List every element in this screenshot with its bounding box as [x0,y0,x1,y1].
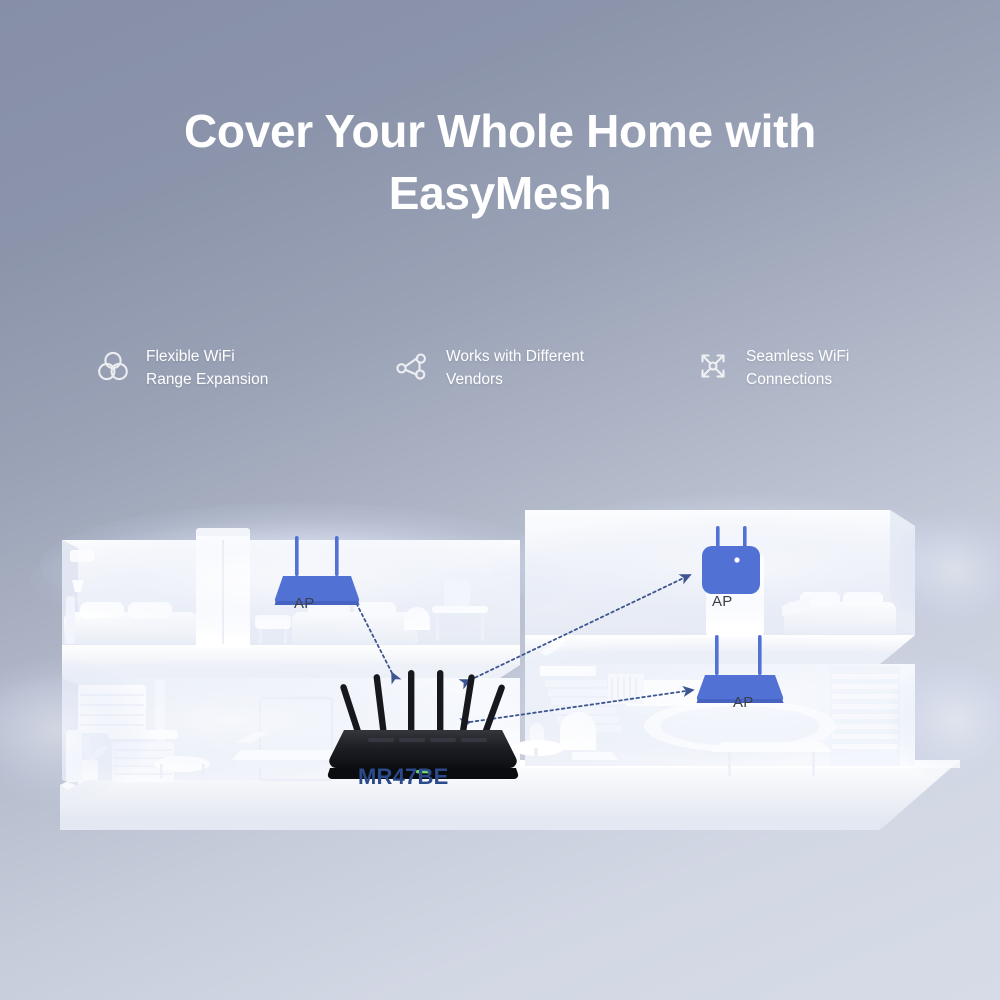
main-router-mr47be [327,670,519,780]
page-title: Cover Your Whole Home with EasyMesh [0,100,1000,224]
three-overlapping-circles-icon [93,346,133,386]
house-cutaway-illustration [0,430,1000,890]
feature-item-label: Works with Different Vendors [446,348,585,388]
access-point-label-upstairs-left: AP [294,595,315,612]
link-router-to-ap-downstairs-right [459,685,695,729]
access-point-label-downstairs-right: AP [733,694,754,711]
access-point-upstairs-left [274,536,360,606]
network-share-nodes-icon [393,346,433,386]
page-title-line-1: Cover Your Whole Home with [183,105,816,157]
feature-item-label: Seamless WiFi Connections [746,348,850,388]
feature-item-flexible-wifi: Flexible WiFi Range Expansion [93,345,268,391]
access-point-label-upstairs-right: AP [712,593,733,610]
access-point-downstairs-right [696,635,784,704]
feature-item-label: Flexible WiFi Range Expansion [146,348,269,388]
link-router-to-ap-upstairs-right [458,574,692,690]
four-arrows-expand-icon [693,346,733,386]
feature-list: Flexible WiFi Range Expansion Works with… [0,345,1000,405]
feature-item-seamless-connections: Seamless WiFi Connections [693,345,849,391]
access-point-upstairs-right [702,526,760,594]
page-title-line-2: EasyMesh [388,167,612,219]
feature-item-works-with-vendors: Works with Different Vendors [393,345,584,391]
router-model-label: MR47BE [358,764,449,789]
